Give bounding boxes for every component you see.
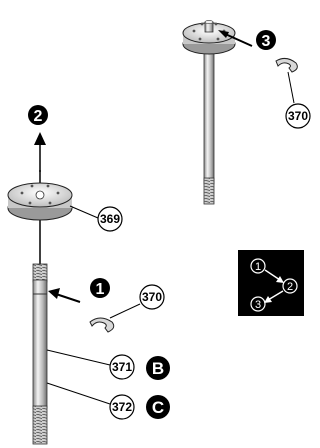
left-e-ring [89, 317, 115, 333]
part-369-label: 369 [97, 206, 123, 232]
step3-arrow [222, 32, 253, 47]
part-370-mid-label: 370 [139, 284, 165, 310]
shaft-c-leader-line [46, 382, 111, 405]
part-370-mid-number: 370 [142, 290, 162, 304]
step1-badge-number: 1 [96, 281, 105, 298]
top-right-assembly: 370 3 [182, 20, 311, 205]
legend-step3-number: 3 [255, 299, 261, 311]
shaft-b-leader-line [46, 349, 111, 366]
legend-arrow-1-2 [264, 269, 281, 281]
part-370-top-label: 370 [285, 103, 311, 129]
e-ring-leader-line-top [287, 71, 295, 104]
left-washer [7, 182, 73, 221]
part-371-number: 371 [112, 360, 132, 374]
left-shaft [32, 263, 48, 445]
legend-step1: 1 [250, 258, 266, 274]
letter-b-text: B [152, 359, 164, 378]
part-371-label: 371 [109, 354, 135, 380]
top-right-e-ring [275, 57, 298, 73]
legend-arrow-2-3 [267, 290, 284, 301]
washer-leader-line [69, 205, 99, 219]
left-washer-assembly: 2 369 [7, 105, 123, 264]
part-369-number: 369 [100, 212, 120, 226]
e-ring-leader-line-mid [109, 303, 141, 319]
legend-step1-number: 1 [255, 261, 261, 273]
step3-badge-number: 3 [262, 33, 271, 50]
legend-step2: 2 [282, 278, 298, 294]
sequence-legend: 1 2 3 [238, 250, 304, 316]
letter-c-text: C [152, 398, 164, 417]
top-right-washer [182, 20, 236, 55]
legend-step2-number: 2 [287, 281, 293, 293]
step2-arrowhead [34, 132, 46, 145]
step1-badge: 1 [90, 278, 110, 298]
top-right-shaft [203, 43, 215, 205]
part-372-label: 372 [109, 394, 135, 420]
step2-badge: 2 [28, 105, 48, 125]
step1-arrow-shaft [55, 293, 81, 303]
step3-arrowhead [218, 30, 229, 38]
step3-badge: 3 [256, 30, 276, 50]
legend-step3: 3 [250, 296, 266, 312]
letter-b-badge: B [146, 356, 170, 380]
letter-c-badge: C [146, 395, 170, 419]
step1-arrowhead [48, 288, 60, 299]
part-372-number: 372 [112, 400, 132, 414]
part-370-top-number: 370 [288, 109, 308, 123]
step2-badge-number: 2 [34, 108, 43, 125]
